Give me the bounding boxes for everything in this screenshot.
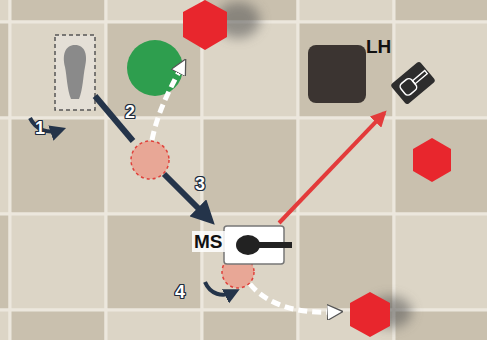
- red-hexagon: [183, 0, 227, 50]
- red-hexagon: [350, 292, 390, 337]
- ghost-box: [55, 35, 95, 110]
- turn-arrow: [205, 282, 234, 295]
- board-square: [394, 214, 487, 310]
- board-square: [298, 118, 394, 214]
- los-arrow: [250, 284, 335, 312]
- line-of-fire-arrow: [279, 113, 384, 223]
- callout-number: 2: [125, 103, 135, 121]
- callout-number: 3: [195, 175, 205, 193]
- dark-block: [308, 45, 366, 103]
- board-square: [202, 214, 298, 310]
- enemy-tank: LH: [386, 56, 440, 110]
- tank-turret: [236, 235, 260, 255]
- callout-number: 1: [35, 119, 45, 137]
- red-hexagon: [413, 138, 451, 182]
- board-square: [10, 310, 106, 340]
- callout-number: 4: [175, 283, 185, 301]
- tank-icon: [222, 223, 294, 267]
- unit-label: LH: [364, 36, 393, 57]
- board-square: [10, 118, 106, 214]
- board-square: [394, 118, 487, 214]
- board-square: [394, 0, 487, 22]
- tank-turret: [399, 77, 419, 97]
- board-square: [106, 214, 202, 310]
- board-square: [106, 310, 202, 340]
- green-marker: [127, 40, 183, 96]
- board-square: [298, 214, 394, 310]
- tank-icon: [386, 56, 440, 110]
- board-square: [298, 22, 394, 118]
- board-square: [10, 214, 106, 310]
- board-square: [10, 0, 106, 22]
- board-square: [202, 118, 298, 214]
- tank-barrel: [258, 242, 292, 248]
- pink-position: [131, 141, 169, 179]
- tank-hull: [390, 61, 436, 105]
- move-arrow: [164, 174, 208, 218]
- ghost-soldier: [64, 45, 86, 99]
- unit-label: MS: [192, 231, 225, 252]
- board-square: [298, 0, 394, 22]
- board-square: [10, 22, 106, 118]
- player-tank: MS: [222, 223, 294, 267]
- tank-barrel: [412, 71, 427, 84]
- los-arrow: [152, 66, 182, 140]
- board-square: [202, 310, 298, 340]
